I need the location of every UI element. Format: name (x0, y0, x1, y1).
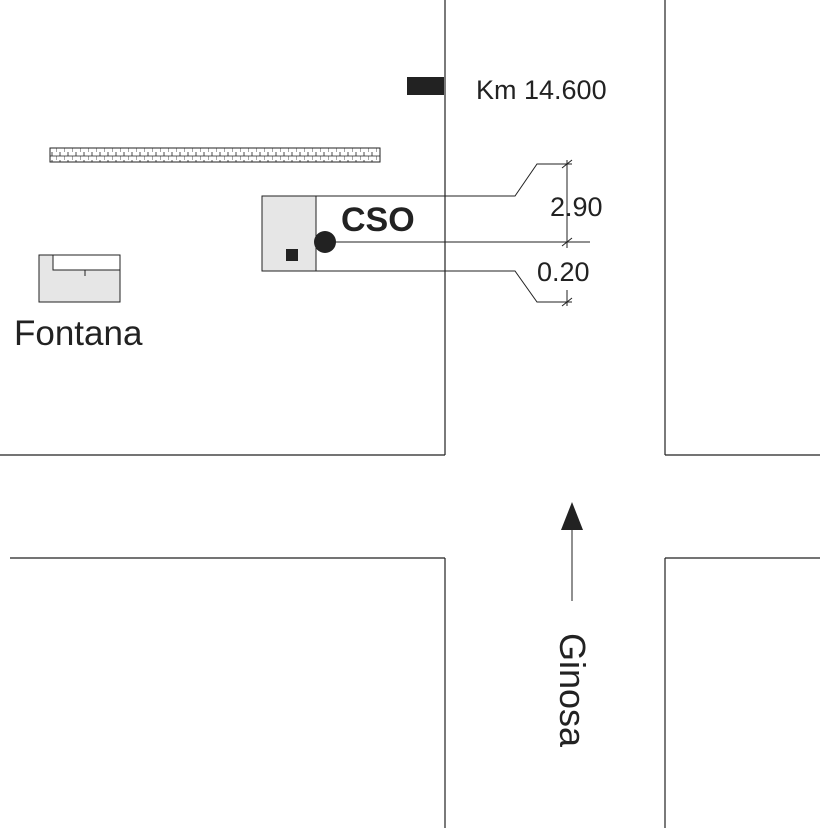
dimension-lines (316, 159, 590, 307)
dim-tick-2 (561, 237, 573, 247)
dim-upper-leader (316, 163, 572, 197)
station-label: CSO (341, 201, 415, 239)
dim-lower-leader (316, 270, 572, 303)
fountain-basin (52, 254, 121, 271)
dim-upper-label: 2.90 (550, 192, 603, 222)
black-bar-icon (407, 77, 444, 95)
direction-label: Ginosa (552, 633, 593, 748)
arrow-up-icon (561, 502, 583, 601)
hatched-wall-icon (49, 147, 381, 163)
small-square-icon (286, 249, 298, 261)
dim-tick-1 (561, 159, 573, 169)
km-marker-label: Km 14.600 (476, 75, 607, 105)
fountain-label: Fontana (14, 314, 143, 353)
station-building (261, 195, 317, 272)
dim-tick-3 (561, 297, 573, 307)
arrow-head (561, 502, 583, 530)
filled-circle-icon (314, 231, 336, 253)
dim-lower-label: 0.20 (537, 257, 590, 287)
fountain-structure (38, 254, 121, 303)
